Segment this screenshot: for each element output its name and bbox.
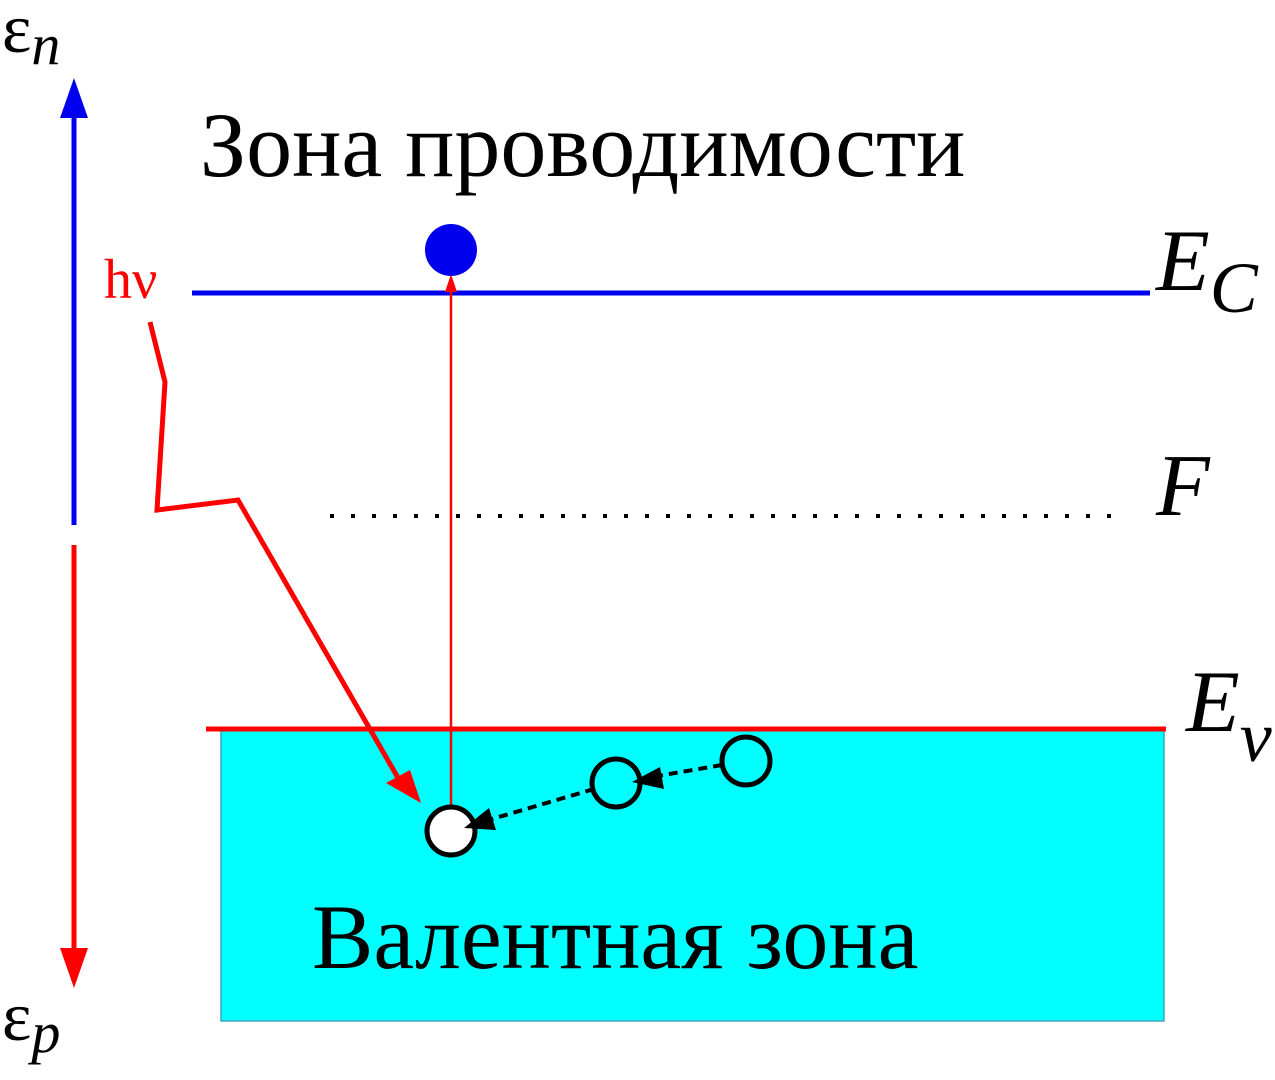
ev-label: Ev (1184, 654, 1272, 777)
valence-band-label: Валентная зона (312, 886, 918, 988)
photon-zigzag-arrow (147, 321, 408, 792)
hole-circle-1 (424, 804, 478, 858)
axis-bottom-subscript: p (27, 1000, 60, 1065)
ev-symbol: E (1184, 654, 1240, 751)
axis-bottom-symbol: ε (2, 979, 31, 1056)
ec-subscript: C (1210, 248, 1259, 328)
conduction-band-label: Зона проводимости (200, 94, 965, 196)
excitation-arrowhead (445, 274, 457, 292)
ev-subscript: v (1240, 697, 1272, 777)
hole-motion-arrowhead-1 (464, 808, 496, 830)
ec-label: EC (1154, 213, 1259, 328)
ec-symbol: E (1154, 213, 1210, 310)
photon-label: hν (104, 249, 157, 311)
hole-circle-3 (719, 734, 773, 788)
photon-arrowhead (386, 770, 421, 803)
electron-dot (425, 224, 477, 276)
axis-top-symbol: ε (2, 0, 31, 68)
fermi-label: F (1155, 438, 1211, 535)
axis-top-label: εn (2, 0, 60, 77)
electron-axis-arrowhead (60, 78, 88, 118)
axis-top-subscript: n (31, 12, 60, 77)
valence-band-fill (220, 728, 1165, 1022)
axis-bottom-label: εp (2, 979, 60, 1065)
hole-motion-arrow-1 (474, 787, 595, 826)
hole-motion-arrowhead-2 (632, 767, 664, 789)
hole-axis-arrowhead (60, 948, 88, 988)
